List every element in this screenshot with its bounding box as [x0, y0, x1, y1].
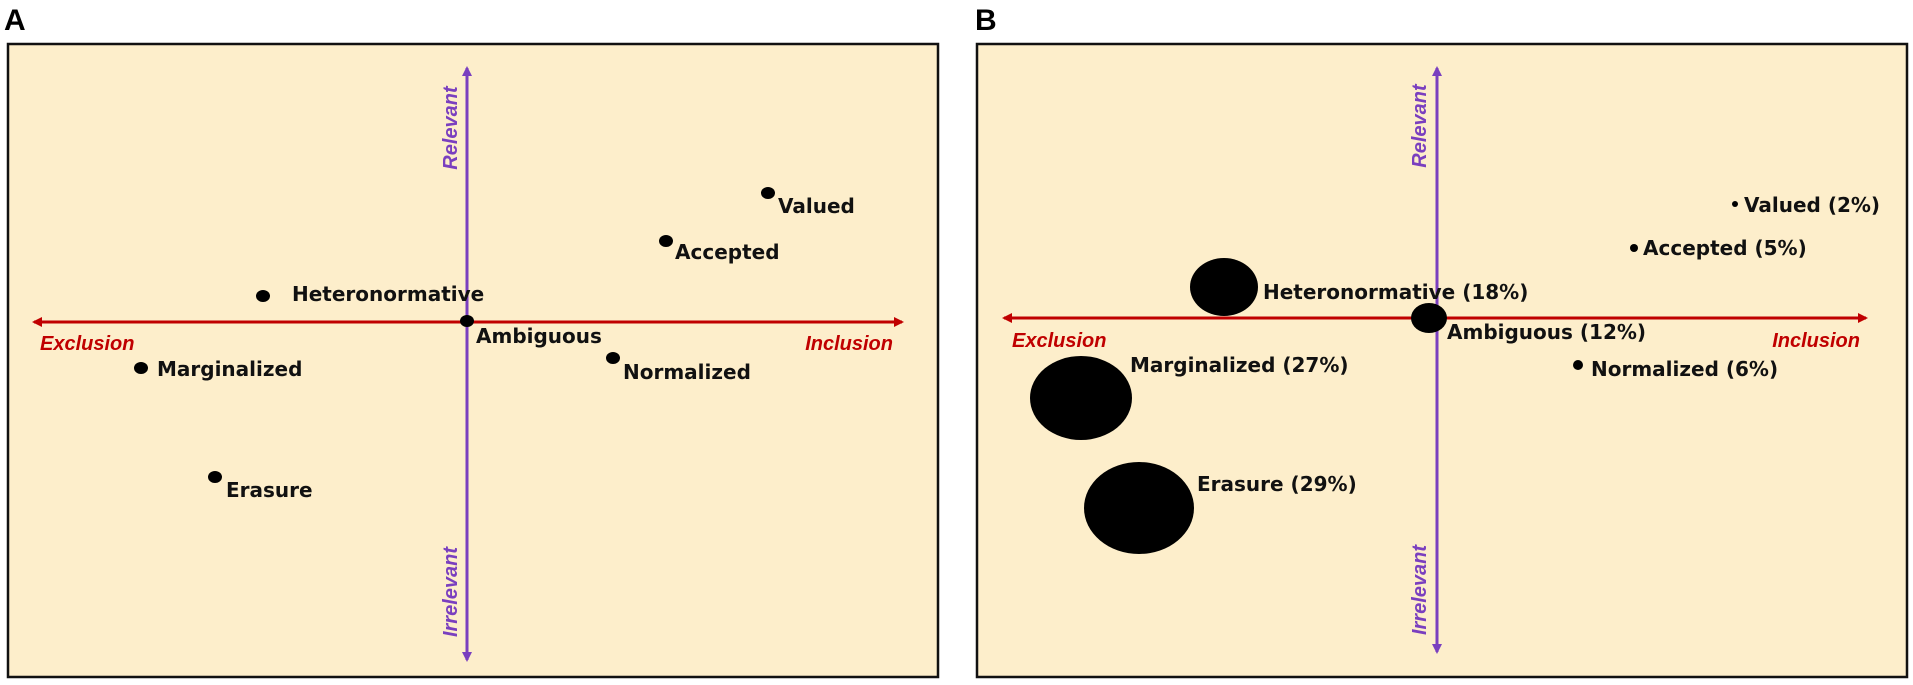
panel-a-label-erasure: Erasure — [226, 478, 313, 502]
panel-a-inclusion-label: Inclusion — [805, 333, 893, 355]
panel-b-relevant-label: Relevant — [1409, 83, 1431, 168]
panel-b: B Exclusion Inclusion Relevant Irrelevan… — [975, 4, 1909, 679]
panel-a-label-ambiguous: Ambiguous — [476, 324, 602, 348]
panel-a-label-marginalized: Marginalized — [157, 357, 302, 381]
panel-letter-b: B — [975, 4, 997, 37]
panel-a-irrelevant-label: Irrelevant — [440, 546, 462, 637]
panel-a-point-heteronormative — [256, 290, 270, 302]
panel-b-label-marginalized: Marginalized (27%) — [1130, 353, 1349, 377]
panel-b-label-heteronormative: Heteronormative (18%) — [1263, 280, 1528, 304]
panel-a-point-erasure — [208, 471, 222, 483]
panel-a-label-normalized: Normalized — [623, 360, 751, 384]
panel-a-point-marginalized — [134, 362, 148, 374]
panel-b-label-normalized: Normalized (6%) — [1591, 357, 1778, 381]
panel-a-label-valued: Valued — [778, 194, 855, 218]
panel-b-background — [975, 42, 1909, 679]
panel-b-point-normalized — [1573, 360, 1583, 370]
panel-a-exclusion-label: Exclusion — [40, 333, 134, 355]
panel-b-label-valued: Valued (2%) — [1744, 193, 1880, 217]
panel-b-point-ambiguous — [1411, 303, 1447, 333]
panel-b-point-heteronormative — [1190, 258, 1258, 316]
panel-b-point-accepted — [1630, 244, 1638, 252]
panel-b-point-erasure — [1084, 462, 1194, 554]
panel-b-point-valued — [1732, 201, 1738, 207]
panel-a-point-normalized — [606, 352, 620, 364]
panel-b-label-ambiguous: Ambiguous (12%) — [1447, 320, 1646, 344]
panel-letter-a: A — [4, 4, 26, 37]
panel-a-relevant-label: Relevant — [440, 85, 462, 170]
panel-b-irrelevant-label: Irrelevant — [1409, 544, 1431, 635]
panel-a-point-ambiguous — [460, 315, 474, 327]
panel-b-point-marginalized — [1030, 356, 1132, 440]
panel-b-label-erasure: Erasure (29%) — [1197, 472, 1357, 496]
panel-a-label-accepted: Accepted — [675, 240, 780, 264]
panel-a-point-valued — [761, 187, 775, 199]
panel-b-exclusion-label: Exclusion — [1012, 330, 1106, 352]
panel-a-point-accepted — [659, 235, 673, 247]
panel-a-label-heteronormative: Heteronormative — [292, 282, 484, 306]
panel-a: A Exclusion Inclusion Relevant Irrelevan… — [4, 4, 940, 679]
panel-a-background — [6, 42, 940, 679]
panel-b-label-accepted: Accepted (5%) — [1643, 236, 1807, 260]
panel-b-inclusion-label: Inclusion — [1772, 330, 1860, 352]
